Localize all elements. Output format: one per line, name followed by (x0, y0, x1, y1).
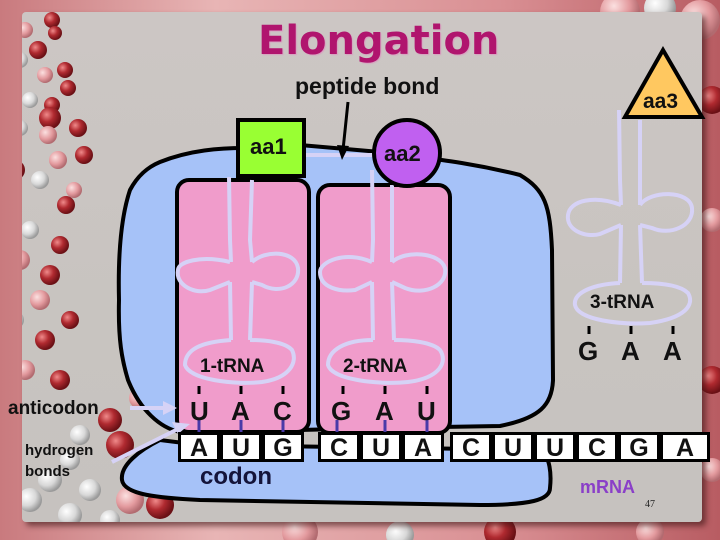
trna-1-base-2: A (231, 396, 250, 426)
mrna-base: U (220, 432, 262, 462)
trna-1-base-1: U (190, 396, 209, 426)
slide-title: Elongation (258, 18, 500, 64)
trna-2-cloverleaf (317, 169, 448, 385)
anticodon-label: anticodon (8, 398, 99, 419)
mrna-base: A (660, 432, 710, 462)
mrna-base: G (262, 432, 304, 462)
p-site (175, 178, 311, 434)
trna-2-base-1: G (331, 396, 352, 426)
hydrogen-bonds-label-line1: hydrogen (25, 442, 94, 459)
aa1-label: aa1 (250, 134, 287, 159)
peptide-bond-arrow (337, 101, 350, 160)
trna-3-cloverleaf (565, 109, 695, 326)
anticodon-arrow (130, 401, 177, 415)
mrna-base: U (360, 432, 402, 462)
mrna-base: G (618, 432, 660, 462)
dna-bead-decoration (22, 12, 174, 522)
trna-1-base-3: C (273, 396, 292, 426)
trna-3-base-2: A (621, 336, 640, 366)
mrna-label: mRNA (580, 477, 636, 497)
mrna-base: U (492, 432, 534, 462)
hydrogen-bonds-arrow (111, 422, 190, 464)
aa2-label: aa2 (384, 141, 421, 166)
aa3-label: aa3 (643, 90, 679, 113)
trna-3-label: 3-tRNA (590, 292, 655, 313)
hydrogen-bond-lines (197, 420, 429, 432)
codon-label: codon (200, 463, 272, 490)
trna-2-base-3: U (417, 396, 436, 426)
mrna-base: C (318, 432, 360, 462)
aa3-triangle (621, 45, 706, 119)
mrna-base: A (402, 432, 444, 462)
trna-2-label: 2-tRNA (343, 356, 408, 377)
trna-2-base-2: A (375, 396, 394, 426)
hydrogen-bonds-label-line2: bonds (25, 463, 70, 480)
aa1-square (236, 118, 306, 178)
mrna-base: U (534, 432, 576, 462)
anticodon-ticks (197, 326, 675, 394)
mrna-base: A (178, 432, 220, 462)
trna-1-label: 1-tRNA (200, 356, 265, 377)
aa2-circle (372, 118, 442, 188)
peptide-bond-label: peptide bond (295, 73, 440, 99)
page-number: 47 (645, 499, 655, 510)
mrna-base: C (576, 432, 618, 462)
mrna-base: C (450, 432, 492, 462)
trna-1-cloverleaf (175, 176, 301, 385)
trna-3-base-1: G (578, 336, 599, 366)
trna-3-base-3: A (663, 336, 682, 366)
